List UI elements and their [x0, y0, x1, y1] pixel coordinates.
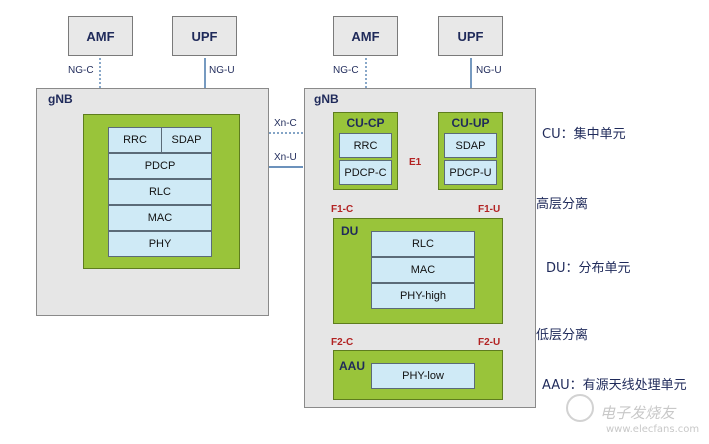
du-mac-cell: MAC: [371, 257, 475, 283]
left-ngc-label: NG-C: [68, 65, 94, 76]
f1c-label: F1-C: [331, 204, 354, 215]
annotation-low-split: 低层分离: [536, 328, 589, 343]
left-rrc-cell: RRC: [108, 127, 162, 153]
left-upf-label: UPF: [191, 28, 218, 44]
right-ngu-label: NG-U: [476, 65, 502, 76]
xnu-label: Xn-U: [274, 152, 297, 163]
e1-label: E1: [409, 157, 422, 168]
watermark-logo-icon: [566, 394, 594, 422]
cuup-pdcpu-cell: PDCP-U: [444, 160, 497, 185]
watermark-logo-text: 电子发烧友: [600, 404, 676, 422]
cucp-title: CU-CP: [346, 116, 385, 130]
left-ngu-label: NG-U: [209, 65, 235, 76]
cuup-title: CU-UP: [451, 116, 490, 130]
xnc-label: Xn-C: [274, 118, 297, 129]
annotation-du: DU：分布单元: [546, 261, 631, 276]
du-phyhigh-cell: PHY-high: [371, 283, 475, 309]
right-upf-box: UPF: [438, 16, 503, 56]
annotation-cu: CU：集中单元: [542, 127, 626, 142]
right-amf-label: AMF: [351, 28, 380, 44]
du-rlc-cell: RLC: [371, 231, 475, 257]
annotation-aau: AAU：有源天线处理单元: [542, 378, 687, 393]
left-rlc-cell: RLC: [108, 179, 212, 205]
right-amf-box: AMF: [333, 16, 398, 56]
right-upf-label: UPF: [457, 28, 484, 44]
left-pdcp-cell: PDCP: [108, 153, 212, 179]
left-amf-label: AMF: [86, 28, 115, 44]
cuup-sdap-cell: SDAP: [444, 133, 497, 158]
left-sdap-cell: SDAP: [161, 127, 212, 153]
cucp-rrc-cell: RRC: [339, 133, 392, 158]
left-upf-box: UPF: [172, 16, 237, 56]
left-phy-cell: PHY: [108, 231, 212, 257]
aau-title: AAU: [339, 359, 365, 373]
right-gnb-label: gNB: [314, 92, 339, 106]
left-gnb-label: gNB: [48, 92, 73, 106]
annotation-high-split: 高层分离: [536, 197, 589, 212]
cucp-pdcpc-cell: PDCP-C: [339, 160, 392, 185]
f2c-label: F2-C: [331, 337, 354, 348]
watermark-url: www.elecfans.com: [606, 424, 700, 435]
left-amf-box: AMF: [68, 16, 133, 56]
aau-phylow-cell: PHY-low: [371, 363, 475, 389]
f1u-label: F1-U: [478, 204, 501, 215]
f2u-label: F2-U: [478, 337, 501, 348]
left-mac-cell: MAC: [108, 205, 212, 231]
right-ngc-label: NG-C: [333, 65, 359, 76]
du-title: DU: [341, 224, 359, 238]
